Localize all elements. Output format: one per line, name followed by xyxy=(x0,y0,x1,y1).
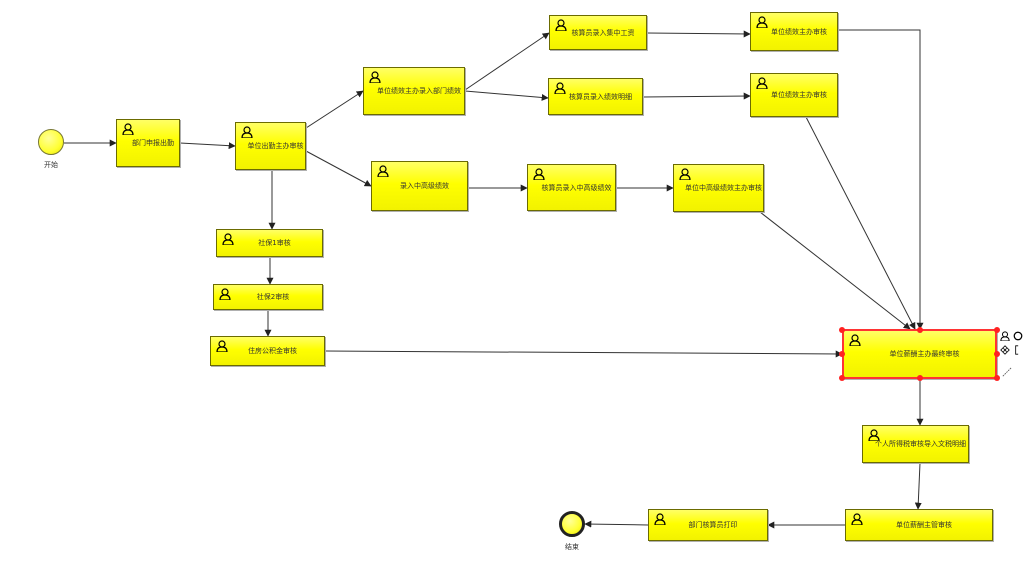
flow-t17-end[interactable] xyxy=(584,520,649,528)
task-t7[interactable]: 单位绩效主办审核 xyxy=(750,73,838,117)
task-t17[interactable]: 部门核算员打印 xyxy=(648,509,768,541)
flow-t3-t4[interactable] xyxy=(464,32,550,91)
task-t6[interactable]: 核算员录入绩效明细 xyxy=(548,78,643,115)
task-t14[interactable]: 单位薪酬主办最终审核 xyxy=(842,329,997,379)
flow-t10-t14[interactable] xyxy=(759,211,911,330)
task-t8[interactable]: 录入中高级绩效 xyxy=(371,161,468,211)
task-t16[interactable]: 单位薪酬主管审核 xyxy=(845,509,993,541)
task-label: 核算员录入中高级绩效 xyxy=(541,183,612,192)
flow-t2-t8[interactable] xyxy=(305,150,372,187)
task-label: 部门核算员打印 xyxy=(688,521,738,529)
flow-t6-t7[interactable] xyxy=(642,92,751,100)
connect-tool-icon[interactable] xyxy=(1002,367,1012,377)
user-task-icon xyxy=(849,334,861,346)
flow-t13-t14[interactable] xyxy=(324,350,843,358)
task-label: 社保2审核 xyxy=(256,293,290,301)
task-t9[interactable]: 核算员录入中高级绩效 xyxy=(527,164,616,211)
end-event-label: 结束 xyxy=(565,543,579,551)
task-t3[interactable]: 单位绩效主办录入部门绩效 xyxy=(363,67,465,115)
user-task-icon xyxy=(216,340,228,352)
resize-handle-e[interactable] xyxy=(994,351,1000,357)
flow-t3-t6[interactable] xyxy=(464,90,549,101)
resize-handle-nw[interactable] xyxy=(839,327,845,333)
task-label: 单位绩效主办录入部门绩效 xyxy=(377,87,461,95)
user-task-icon xyxy=(122,123,134,135)
task-label: 单位中高级绩效主办审核 xyxy=(685,184,762,192)
user-task-icon xyxy=(654,513,666,525)
task-t10[interactable]: 单位中高级绩效主办审核 xyxy=(673,164,764,212)
task-label: 核算员录入绩效明细 xyxy=(569,92,632,101)
task-label: 核算员录入集中工资 xyxy=(571,28,635,37)
task-label: 录入中高级绩效 xyxy=(400,182,449,190)
user-task-icon xyxy=(219,288,231,300)
resize-handle-ne[interactable] xyxy=(994,327,1000,333)
user-task-icon xyxy=(756,77,768,89)
task-t4[interactable]: 核算员录入集中工资 xyxy=(549,15,647,50)
user-task-icon xyxy=(756,16,768,28)
flow-t5-t14[interactable] xyxy=(838,29,924,330)
flow-t15-t16[interactable] xyxy=(914,462,922,510)
start-event[interactable] xyxy=(38,129,64,155)
task-t15[interactable]: 个人所得税审核导入文税明细 xyxy=(862,425,969,463)
task-t2[interactable]: 单位出勤主办审核 xyxy=(235,122,306,170)
resize-handle-n[interactable] xyxy=(917,327,923,333)
task-label: 单位薪酬主管审核 xyxy=(896,521,952,529)
append-annotation-icon[interactable] xyxy=(1014,345,1024,355)
task-label: 社保1审核 xyxy=(258,239,291,247)
append-end-event-icon[interactable] xyxy=(1013,331,1023,341)
task-t13[interactable]: 住房公积金审核 xyxy=(210,336,325,366)
task-label: 单位绩效主办审核 xyxy=(771,27,827,36)
task-t5[interactable]: 单位绩效主办审核 xyxy=(750,12,838,51)
flow-t1-t2[interactable] xyxy=(179,142,236,150)
flow-t2-t3[interactable] xyxy=(305,90,364,129)
resize-handle-s[interactable] xyxy=(917,375,923,381)
user-task-icon xyxy=(555,19,567,31)
append-gateway-icon[interactable] xyxy=(1000,345,1010,355)
resize-handle-w[interactable] xyxy=(839,351,845,357)
user-task-icon xyxy=(868,429,880,441)
user-task-icon xyxy=(377,165,389,177)
flow-t7-t14[interactable] xyxy=(805,116,916,330)
user-task-icon xyxy=(679,168,691,180)
user-task-icon xyxy=(222,233,234,245)
task-label: 个人所得税审核导入文税明细 xyxy=(875,440,966,448)
user-task-icon xyxy=(851,513,863,525)
task-label: 单位出勤主办审核 xyxy=(247,142,304,150)
end-event[interactable] xyxy=(559,511,585,537)
user-task-icon xyxy=(533,168,545,180)
task-label: 住房公积金审核 xyxy=(248,347,297,355)
append-user-task-icon[interactable] xyxy=(1000,331,1010,341)
task-t1[interactable]: 部门申报出勤 xyxy=(116,119,180,167)
flow-t4-t5[interactable] xyxy=(646,30,751,38)
start-event-label: 开始 xyxy=(44,161,58,169)
task-t11[interactable]: 社保1审核 xyxy=(216,229,323,257)
task-label: 单位绩效主办审核 xyxy=(771,91,827,99)
task-label: 部门申报出勤 xyxy=(132,139,174,147)
resize-handle-sw[interactable] xyxy=(839,375,845,381)
user-task-icon xyxy=(369,71,381,83)
user-task-icon xyxy=(554,82,566,94)
task-t12[interactable]: 社保2审核 xyxy=(213,284,323,310)
resize-handle-se[interactable] xyxy=(994,375,1000,381)
task-label: 单位薪酬主办最终审核 xyxy=(889,350,960,358)
user-task-icon xyxy=(241,126,253,138)
